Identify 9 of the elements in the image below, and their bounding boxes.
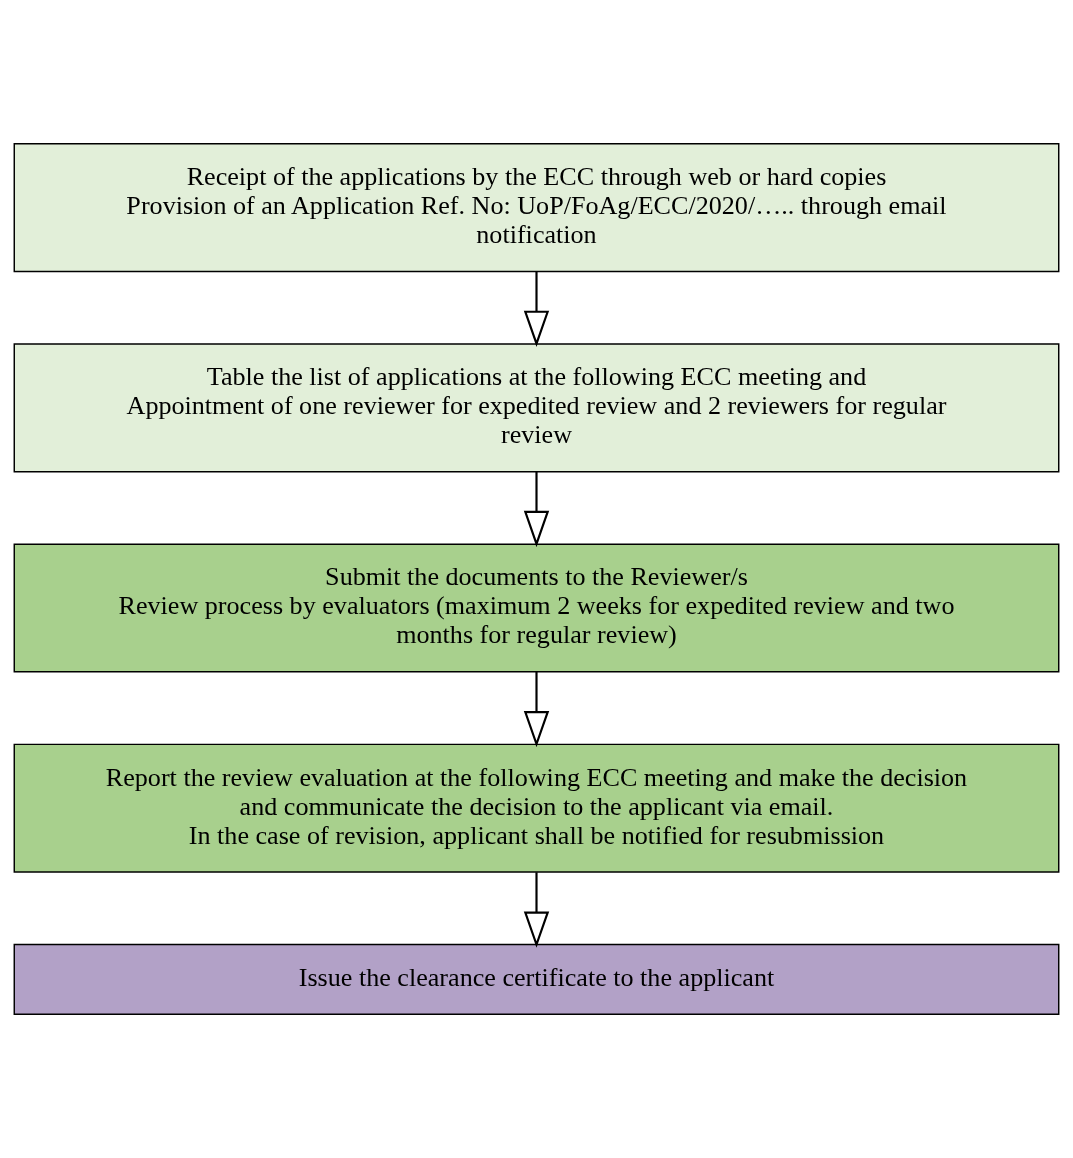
arrow	[523, 271, 550, 347]
arrow	[523, 872, 550, 948]
arrow	[523, 471, 550, 548]
node-box: Report the review evaluation at the following ECC meeting and make the decision and communicate the decision to the applicant via email. In the case of revision, applicant shall be notified for resubmission	[13, 743, 1060, 873]
node-box: Receipt of the applications by the ECC through web or hard copies Provision of an Application Ref. No: UoP/FoAg/ECC/2020/….. through email notification	[13, 143, 1060, 273]
node-box: Issue the clearance certificate to the applicant	[13, 943, 1060, 1015]
node-box: Submit the documents to the Reviewer/s Review process by evaluators (maximum 2 weeks for expedited review and two months for regular review)	[13, 543, 1060, 673]
arrow	[523, 671, 550, 748]
node-box: Table the list of applications at the following ECC meeting and Appointment of one reviewer for expedited review and 2 reviewers for regular review	[13, 343, 1060, 473]
